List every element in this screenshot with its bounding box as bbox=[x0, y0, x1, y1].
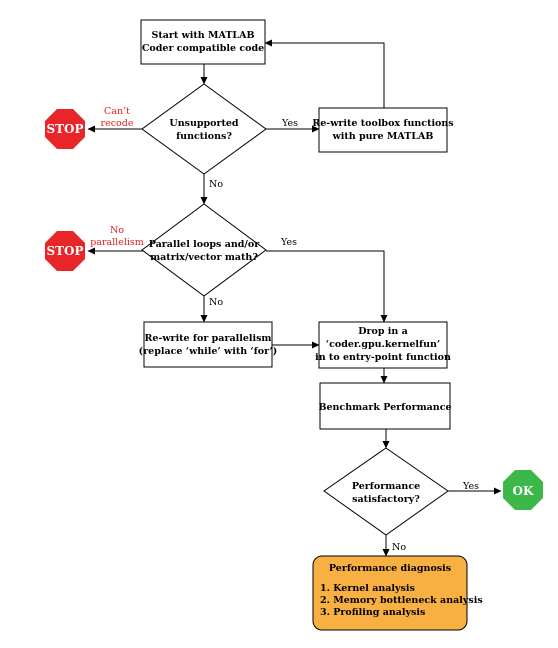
cant-recode-label-1: Can’t bbox=[104, 106, 130, 117]
stop-sign-2: STOP bbox=[45, 231, 85, 271]
cant-recode-label-2: recode bbox=[101, 118, 134, 129]
performance-line-2: satisfactory? bbox=[352, 494, 420, 505]
start-box: Start with MATLAB Coder compatible code bbox=[140, 19, 266, 65]
parallel-loops-decision: Parallel loops and/or matrix/vector math… bbox=[141, 203, 267, 297]
rewrite-parallel-line-2: (replace ‘while’ with ‘for’) bbox=[139, 346, 278, 357]
stop-sign-1: STOP bbox=[45, 109, 85, 149]
kernelfun-line-3: in to entry-point function bbox=[315, 352, 451, 363]
arrow-parallel-yes bbox=[266, 250, 388, 323]
ok-sign-label: OK bbox=[513, 484, 534, 498]
yes-label-1: Yes bbox=[281, 118, 298, 129]
unsupported-line-2: functions? bbox=[176, 131, 232, 142]
rewrite-toolbox-box: Re-write toolbox functions with pure MAT… bbox=[312, 107, 454, 153]
performance-line-1: Performance bbox=[352, 481, 420, 492]
stop-sign-2-label: STOP bbox=[46, 244, 83, 258]
parallel-line-1: Parallel loops and/or bbox=[149, 239, 260, 250]
yes-label-2: Yes bbox=[280, 237, 297, 248]
kernelfun-line-1: Drop in a bbox=[358, 326, 408, 337]
kernelfun-box: Drop in a ‘coder.gpu.kernelfun’ in to en… bbox=[315, 321, 451, 369]
start-line-2: Coder compatible code bbox=[142, 43, 264, 54]
no-label-2: No bbox=[209, 297, 223, 308]
diagnosis-item-3: 3. Profiling analysis bbox=[320, 607, 425, 618]
unsupported-line-1: Unsupported bbox=[169, 118, 239, 129]
diagnosis-item-1: 1. Kernel analysis bbox=[320, 583, 415, 594]
stop-sign-1-label: STOP bbox=[46, 122, 83, 136]
ok-sign: OK bbox=[503, 470, 543, 510]
rewrite-toolbox-line-1: Re-write toolbox functions bbox=[312, 118, 453, 129]
start-line-1: Start with MATLAB bbox=[151, 30, 254, 41]
performance-decision: Performance satisfactory? bbox=[323, 447, 449, 536]
benchmark-label: Benchmark Performance bbox=[318, 402, 451, 413]
kernelfun-line-2: ‘coder.gpu.kernelfun’ bbox=[326, 339, 440, 350]
diagnosis-title: Performance diagnosis bbox=[329, 563, 451, 574]
no-parallelism-label-1: No bbox=[110, 225, 124, 236]
no-label-3: No bbox=[392, 542, 406, 553]
rewrite-parallel-box: Re-write for parallelism (replace ‘while… bbox=[139, 321, 278, 368]
parallel-line-2: matrix/vector math? bbox=[150, 252, 258, 263]
no-label-1: No bbox=[209, 179, 223, 190]
benchmark-box: Benchmark Performance bbox=[318, 382, 452, 430]
performance-diagnosis-box: Performance diagnosis 1. Kernel analysis… bbox=[312, 555, 483, 631]
no-parallelism-label-2: parallelism bbox=[90, 237, 144, 248]
rewrite-parallel-line-1: Re-write for parallelism bbox=[145, 333, 272, 344]
yes-label-3: Yes bbox=[462, 481, 479, 492]
unsupported-functions-decision: Unsupported functions? bbox=[141, 83, 267, 175]
rewrite-toolbox-line-2: with pure MATLAB bbox=[332, 131, 434, 142]
arrow-rewrite-to-start bbox=[264, 39, 385, 108]
diagnosis-item-2: 2. Memory bottleneck analysis bbox=[320, 595, 483, 606]
